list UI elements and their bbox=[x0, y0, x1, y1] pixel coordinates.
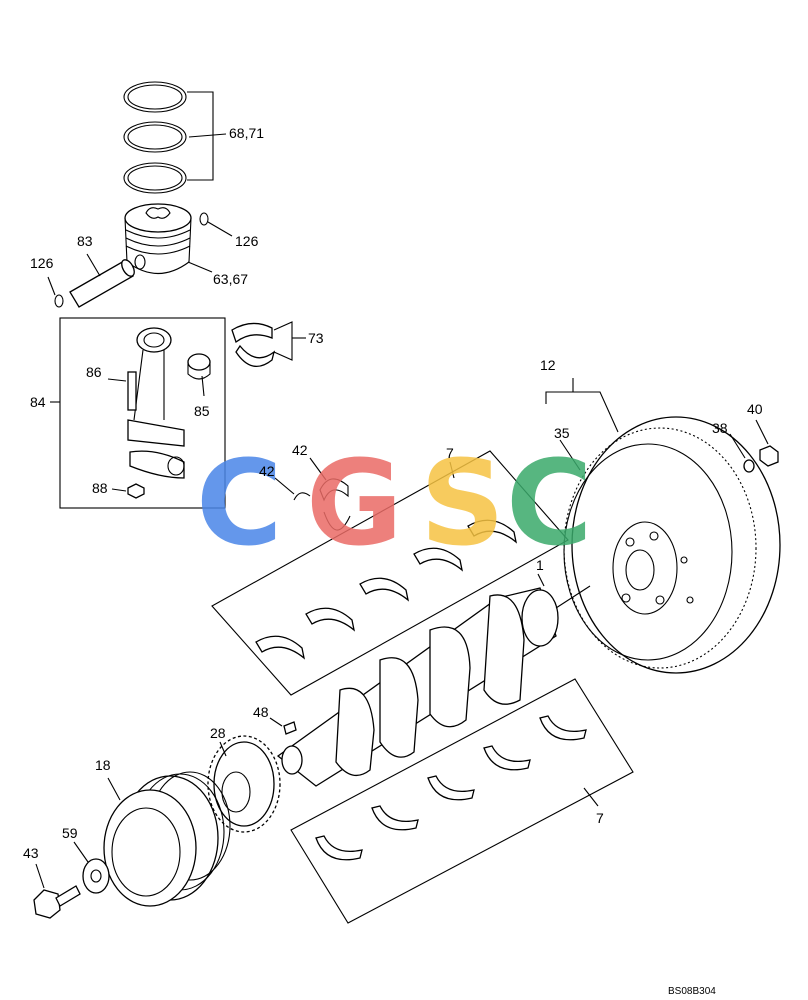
label-conrod-bolt: 86 bbox=[86, 364, 102, 380]
piston bbox=[124, 203, 213, 274]
flywheel-washer bbox=[729, 433, 755, 473]
watermark-letter-4: C bbox=[506, 434, 593, 572]
snap-ring-left bbox=[47, 276, 64, 308]
label-piston-pin: 83 bbox=[77, 233, 93, 249]
flywheel-assembly bbox=[545, 378, 781, 674]
drawing-code: BS08B304 bbox=[668, 986, 716, 997]
label-conrod-bearing-set: 73 bbox=[308, 330, 324, 346]
flywheel-bolt bbox=[755, 419, 779, 467]
label-piston-rings: 68,71 bbox=[229, 125, 264, 141]
label-flywheel-assembly: 12 bbox=[540, 357, 556, 373]
watermark: C G S C bbox=[196, 434, 593, 572]
label-pulley-bolt: 43 bbox=[23, 845, 39, 861]
label-snap-ring-left: 126 bbox=[30, 255, 54, 271]
label-crank-gear: 28 bbox=[210, 725, 226, 741]
snap-ring-right bbox=[199, 212, 233, 237]
label-small-end-bushing: 85 bbox=[194, 403, 210, 419]
pulley bbox=[103, 771, 231, 907]
label-conrod-nut: 88 bbox=[92, 480, 108, 496]
main-bearing-lower-set bbox=[290, 678, 634, 924]
pulley-washer bbox=[73, 841, 110, 894]
label-ring-gear: 35 bbox=[554, 425, 570, 441]
label-main-bearing-lower-set: 7 bbox=[596, 810, 604, 826]
label-flywheel-bolt: 40 bbox=[747, 401, 763, 417]
label-conrod-assembly: 84 bbox=[30, 394, 46, 410]
key bbox=[269, 717, 297, 735]
label-pulley-washer: 59 bbox=[62, 825, 78, 841]
watermark-letter-2: G bbox=[306, 434, 403, 572]
label-crankshaft: 1 bbox=[536, 557, 544, 573]
crankshaft bbox=[276, 573, 591, 787]
piston-rings bbox=[123, 81, 227, 194]
label-flywheel-washer: 38 bbox=[712, 420, 728, 436]
conrod-assembly bbox=[50, 317, 226, 509]
thrust-washers bbox=[274, 457, 351, 531]
main-bearing-upper-set bbox=[211, 450, 569, 696]
label-piston: 63,67 bbox=[213, 271, 248, 287]
label-snap-ring-right: 126 bbox=[235, 233, 259, 249]
label-thrust-washer-upper: 42 bbox=[292, 442, 308, 458]
label-pulley: 18 bbox=[95, 757, 111, 773]
label-key: 48 bbox=[253, 704, 269, 720]
label-main-bearing-upper-set: 7 bbox=[446, 445, 454, 461]
crank-gear bbox=[207, 735, 281, 833]
callout-labels: 68,71 126 126 83 63,67 73 84 86 85 88 42… bbox=[23, 125, 763, 997]
watermark-letter-3: S bbox=[420, 434, 505, 572]
pulley-bolt bbox=[33, 863, 81, 919]
watermark-letter-1: C bbox=[196, 434, 283, 572]
piston-pin bbox=[69, 253, 135, 308]
conrod-bearing-set bbox=[231, 321, 306, 368]
label-thrust-washer-lower: 42 bbox=[259, 463, 275, 479]
